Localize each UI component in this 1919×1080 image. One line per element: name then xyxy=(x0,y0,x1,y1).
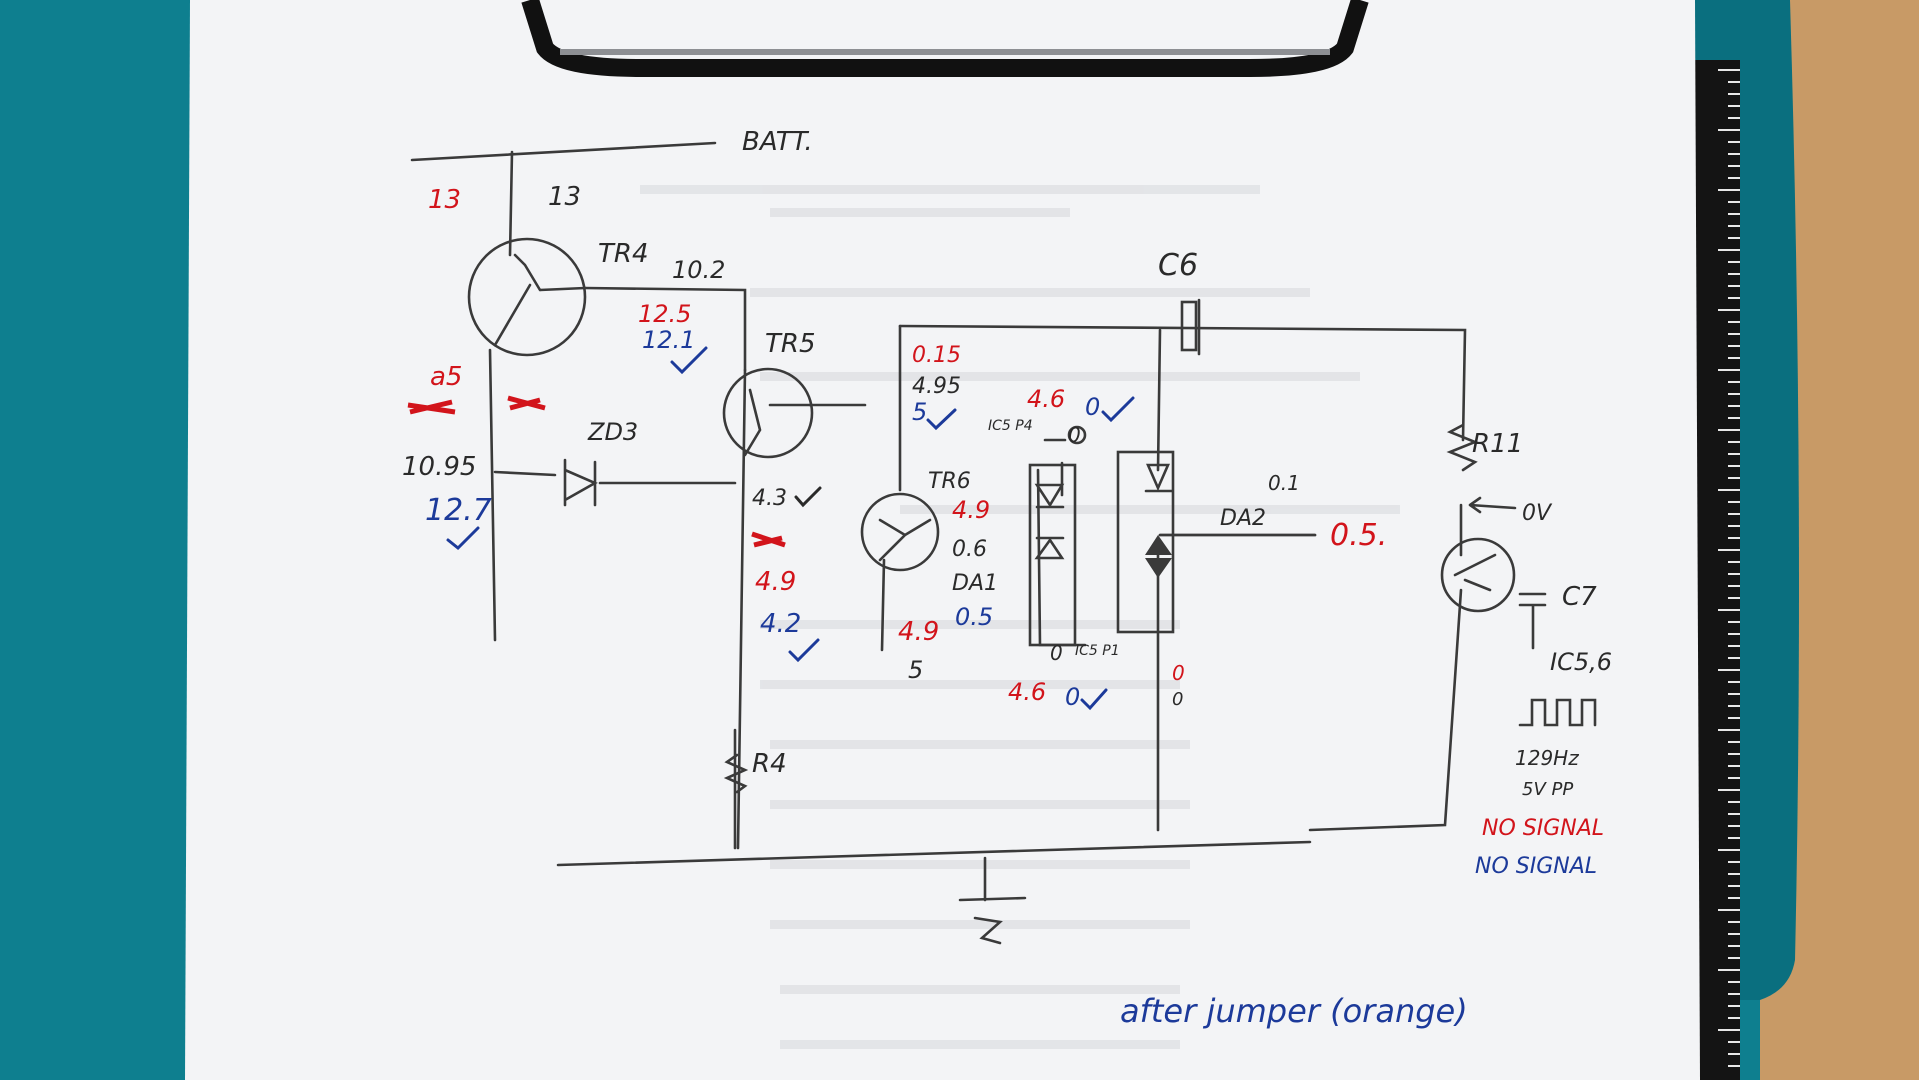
no-signal-red: NO SIGNAL xyxy=(1482,816,1604,841)
batt-red-reading: 13 xyxy=(428,185,461,215)
tr6-black-reading: 0.6 xyxy=(952,537,987,562)
da1-blue-reading: 0.5 xyxy=(955,603,993,631)
voltage-readings: 13 13 10.2 12.5 12.1 a5 10.95 12.7 0.15 … xyxy=(402,182,1553,711)
right-red-reading-2: 0 xyxy=(1172,689,1183,710)
status-notes: NO SIGNAL NO SIGNAL after jumper (orange… xyxy=(1120,816,1604,1030)
batt-label: BATT. xyxy=(742,127,813,157)
check-mark xyxy=(788,638,820,663)
c6-label: C6 xyxy=(1158,248,1198,283)
tr5-red-reading: 0.15 xyxy=(912,343,961,368)
tr6-label: TR6 xyxy=(928,469,971,494)
tr5-blue-reading: 5 xyxy=(912,398,927,426)
no-signal-blue: NO SIGNAL xyxy=(1475,854,1597,879)
tr5-black-reading: 4.95 xyxy=(912,374,961,399)
check-mark xyxy=(1101,396,1135,423)
ic5-p1-label: IC5 P1 xyxy=(1075,643,1120,659)
c6-red-reading: 4.6 xyxy=(1027,385,1065,413)
check-mark xyxy=(670,346,708,375)
ic5-p1-reading: 0 xyxy=(1050,641,1063,665)
r11-label: R11 xyxy=(1472,429,1523,459)
batt-black-reading: 13 xyxy=(548,182,581,212)
r4-label: R4 xyxy=(752,749,787,779)
da2-red-reading: 0.5. xyxy=(1330,518,1387,553)
c7-label: C7 xyxy=(1562,582,1597,612)
amplitude-label: 5V PP xyxy=(1522,779,1573,800)
zd3-black-reading: 10.95 xyxy=(402,452,476,482)
tr4-emitter-reading: 10.2 xyxy=(672,256,725,284)
zd3-label: ZD3 xyxy=(587,418,638,446)
tr5-emitter-blue-reading: 4.2 xyxy=(760,609,801,639)
bleed-through-text xyxy=(640,185,1400,1049)
tr4-collector-red-reading: 12.5 xyxy=(638,300,691,328)
bottom-blue-reading: 0 xyxy=(1065,683,1080,711)
check-mark xyxy=(1080,688,1108,711)
zd3-blue-reading: 12.7 xyxy=(425,493,492,528)
da2-black-reading: 0.1 xyxy=(1268,471,1300,495)
schematic-wiring xyxy=(410,141,1597,945)
bottom-red-reading: 4.6 xyxy=(1008,678,1046,706)
tr4-collector-blue-reading: 12.1 xyxy=(642,326,695,354)
tr6-bottom-black-reading: 5 xyxy=(908,656,923,684)
tr4-label: TR4 xyxy=(598,239,649,269)
check-mark xyxy=(794,486,822,508)
paper-sheet xyxy=(185,0,1700,1080)
tr5-label: TR5 xyxy=(765,329,816,359)
after-jumper-note: after jumper (orange) xyxy=(1120,992,1468,1030)
da1-label: DA1 xyxy=(952,571,998,596)
tr6-bottom-red-reading: 4.9 xyxy=(898,617,939,647)
ic5-p4-label: IC5 P4 xyxy=(988,418,1033,434)
ic5-6-label: IC5,6 xyxy=(1550,648,1612,676)
clipboard-clip xyxy=(521,0,1369,77)
r11-black-reading: 0V xyxy=(1522,501,1553,526)
left-red-reading: a5 xyxy=(430,362,462,392)
check-mark xyxy=(446,526,480,551)
right-red-reading-1: 0 xyxy=(1172,661,1185,685)
c6-blue-reading: 0 xyxy=(1085,393,1100,421)
tr5-emitter-red-reading: 4.9 xyxy=(755,567,796,597)
ic5-p4-reading: 0 xyxy=(1068,423,1081,447)
check-mark xyxy=(926,408,957,431)
tr5-emitter-reading: 4.3 xyxy=(752,486,787,511)
da2-label: DA2 xyxy=(1220,506,1266,531)
scratched-out-readings xyxy=(407,395,786,548)
tr6-red-reading: 4.9 xyxy=(952,496,990,524)
labels: BATT. TR4 TR5 TR6 C6 C7 ZD3 DA1 DA2 R4 R… xyxy=(587,127,1612,800)
frequency-label: 129Hz xyxy=(1515,746,1579,770)
